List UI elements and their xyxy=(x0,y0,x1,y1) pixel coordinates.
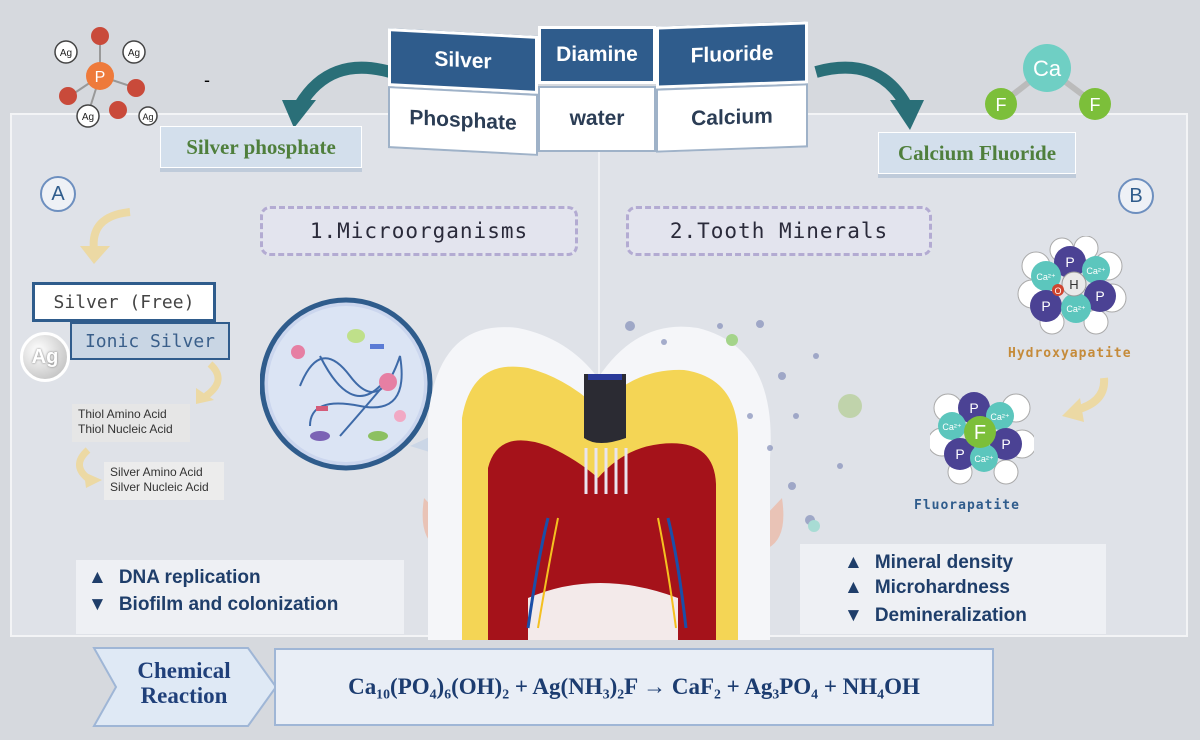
silver-phosphate-label: Silver phosphate xyxy=(160,126,362,168)
svg-text:O: O xyxy=(1054,286,1061,296)
section-a-marker: A xyxy=(40,176,76,212)
right-effects: ▲ Mineral density ▲ Microhardness ▼ Demi… xyxy=(800,544,1106,634)
svg-text:Ag: Ag xyxy=(60,48,72,59)
down-arrow-icon: ▼ xyxy=(844,605,863,626)
cell-calcium: Calcium xyxy=(656,83,808,153)
tooth-illustration xyxy=(422,326,784,640)
molecule-charge: - xyxy=(204,70,210,90)
svg-text:H: H xyxy=(1069,277,1078,292)
flow-arrow-4 xyxy=(1062,377,1109,422)
up-arrow-icon: ▲ xyxy=(844,576,863,598)
svg-text:Ca²⁺: Ca²⁺ xyxy=(974,454,994,464)
left-effects: ▲ DNA replication ▼ Biofilm and coloniza… xyxy=(76,560,404,634)
calcium-fluoride-molecule: Ca F F xyxy=(985,44,1111,120)
left-curved-arrow xyxy=(282,61,392,128)
svg-text:Ag: Ag xyxy=(142,112,153,122)
silver-nucleic-acid: Silver Nucleic Acid xyxy=(110,480,209,494)
effect-text: Demineralization xyxy=(874,605,1027,626)
hydroxyapatite-label: Hydroxyapatite xyxy=(1008,346,1132,361)
svg-text:Ca²⁺: Ca²⁺ xyxy=(990,412,1010,422)
cell-diamine: Diamine xyxy=(538,26,656,84)
effect-microhardness: ▲ Microhardness xyxy=(844,575,1106,600)
svg-text:P: P xyxy=(1095,288,1104,304)
tooth-minerals-box: 2.Tooth Minerals xyxy=(626,206,932,256)
cell-silver: Silver xyxy=(388,28,538,94)
chemical-reaction-label: Chemical Reaction xyxy=(137,658,231,708)
flow-arrow-2 xyxy=(196,361,222,404)
effect-text: Mineral density xyxy=(874,551,1014,573)
fluorapatite-molecule: F P P P Ca²⁺ Ca²⁺ Ca²⁺ xyxy=(930,392,1034,485)
up-arrow-icon: ▲ xyxy=(88,566,107,588)
hydroxyapatite-molecule: P P P Ca²⁺ Ca²⁺ Ca²⁺ O H xyxy=(1017,236,1127,335)
chemical-reaction-tag xyxy=(92,647,278,727)
svg-text:Ca²⁺: Ca²⁺ xyxy=(942,422,962,432)
silver-amino-acid: Silver Amino Acid xyxy=(110,465,203,479)
svg-text:Ca²⁺: Ca²⁺ xyxy=(1036,272,1056,282)
compound-grid: Silver Diamine Fluoride Phosphate water … xyxy=(388,21,808,156)
calcium-fluoride-label: Calcium Fluoride xyxy=(878,132,1076,174)
effect-dna-replication: ▲ DNA replication xyxy=(88,564,404,591)
svg-text:P: P xyxy=(969,400,978,416)
effect-biofilm: ▼ Biofilm and colonization xyxy=(88,591,404,618)
cell-phosphate: Phosphate xyxy=(388,86,538,156)
right-curved-arrow xyxy=(814,61,924,130)
effect-text: Biofilm and colonization xyxy=(118,593,339,615)
svg-text:P: P xyxy=(955,446,964,462)
flow-arrow-3 xyxy=(76,447,102,488)
mineral-particles xyxy=(625,320,862,532)
silver-ion-icon: Ag xyxy=(20,332,70,382)
svg-text:Ca²⁺: Ca²⁺ xyxy=(1066,304,1086,314)
svg-text:F: F xyxy=(974,422,986,444)
svg-text:P: P xyxy=(1041,298,1050,314)
svg-text:F: F xyxy=(1090,95,1101,115)
svg-text:F: F xyxy=(996,95,1007,115)
reaction-formula: Ca₁₀(PO₄)₆(OH)₂ + Ag(NH₃)₂F → CaF₂ + Ag₃… xyxy=(274,648,994,726)
fluorapatite-label: Fluorapatite xyxy=(914,498,1020,513)
ionic-silver-box: Ionic Silver xyxy=(70,322,230,360)
thiol-box: Thiol Amino Acid Thiol Nucleic Acid xyxy=(72,404,190,442)
thiol-nucleic-acid: Thiol Nucleic Acid xyxy=(78,422,173,436)
svg-text:P: P xyxy=(1065,254,1074,270)
svg-text:Ag: Ag xyxy=(128,48,140,59)
thiol-amino-acid: Thiol Amino Acid xyxy=(78,407,167,421)
down-arrow-icon: ▼ xyxy=(88,593,107,615)
silver-phosphate-molecule: P Ag Ag Ag Ag xyxy=(54,27,158,128)
section-b-marker: B xyxy=(1118,178,1154,214)
silver-acid-box: Silver Amino Acid Silver Nucleic Acid xyxy=(104,462,224,500)
effect-demineralization: ▼ Demineralization xyxy=(844,600,1106,632)
cell-water: water xyxy=(538,86,656,152)
effect-text: DNA replication xyxy=(118,566,261,588)
silver-free-box: Silver (Free) xyxy=(32,282,216,322)
flow-arrow-1 xyxy=(80,208,131,264)
svg-text:Ag: Ag xyxy=(82,112,94,123)
svg-text:P: P xyxy=(1001,436,1010,452)
effect-mineral-density: ▲ Mineral density xyxy=(844,550,1106,575)
svg-text:Ca: Ca xyxy=(1033,56,1062,81)
effect-text: Microhardness xyxy=(874,576,1010,598)
molecule-p: P xyxy=(95,69,106,86)
microorganisms-box: 1.Microorganisms xyxy=(260,206,578,256)
microorganism-magnifier xyxy=(260,297,475,471)
svg-text:Ca²⁺: Ca²⁺ xyxy=(1086,266,1106,276)
cell-fluoride: Fluoride xyxy=(656,21,808,89)
up-arrow-icon: ▲ xyxy=(844,551,863,573)
